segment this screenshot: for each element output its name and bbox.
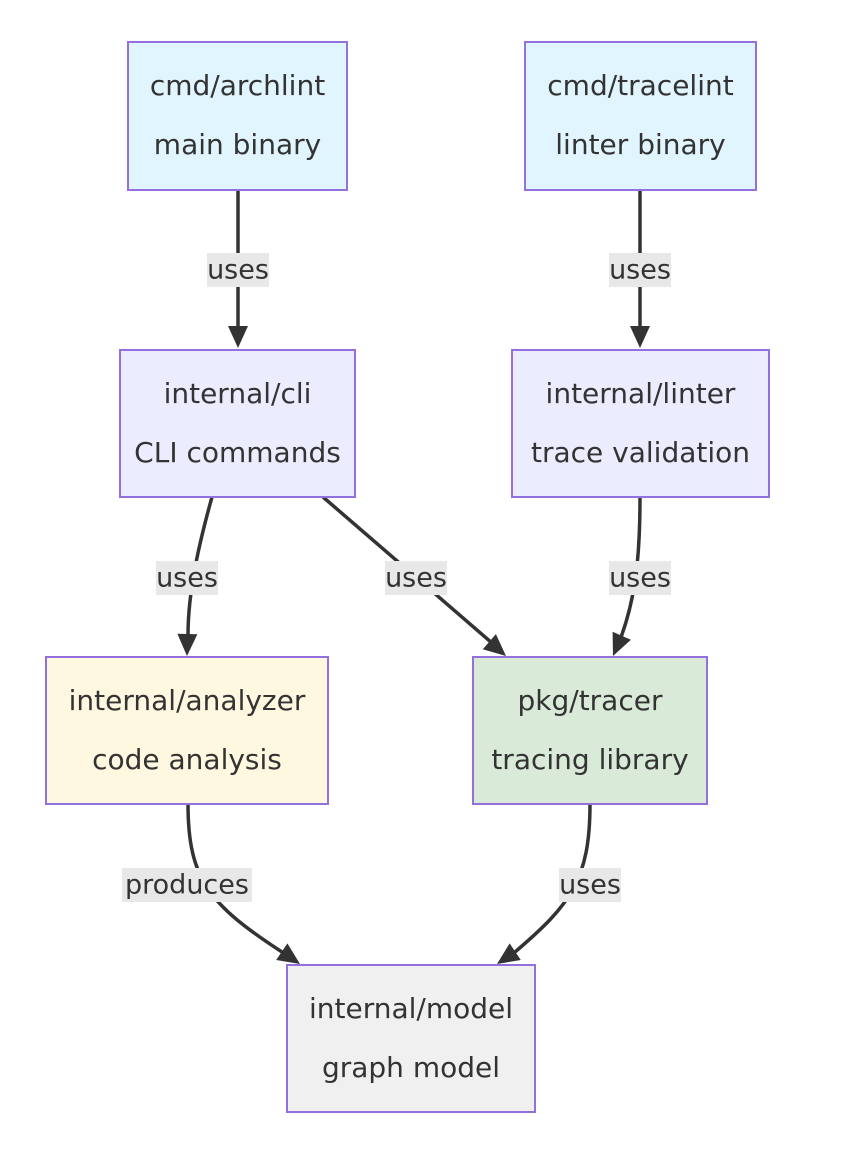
node-box	[511, 349, 770, 498]
edge-label-text: produces	[125, 870, 249, 901]
edge-label-cli-analyzer: uses	[156, 561, 218, 595]
edge-label-text: uses	[609, 563, 671, 594]
node-title: cmd/archlint	[150, 69, 325, 102]
node-title: internal/analyzer	[69, 684, 306, 717]
arrowhead	[497, 943, 521, 964]
edge-label-background	[609, 253, 671, 287]
arrowhead	[630, 326, 650, 348]
edge-label-text: uses	[559, 870, 621, 901]
edge-label-text: uses	[609, 255, 671, 286]
edge-label-background	[156, 561, 218, 595]
edge-label-analyzer-model: produces	[122, 868, 252, 902]
edge-label-text: uses	[207, 255, 269, 286]
edge-label-background	[609, 561, 671, 595]
node-title: pkg/tracer	[518, 684, 663, 717]
node-box	[45, 656, 329, 805]
node-box	[119, 349, 356, 498]
edge-label-tracelint-linter: uses	[609, 253, 671, 287]
node-box	[286, 964, 536, 1113]
node-title: cmd/tracelint	[547, 69, 733, 102]
edge-label-text: uses	[156, 563, 218, 594]
node-title: internal/cli	[164, 377, 312, 410]
edge-label-background	[559, 868, 621, 902]
node-linter: internal/linter trace validation	[511, 349, 770, 498]
edge-label-tracer-model: uses	[559, 868, 621, 902]
edge-label-background	[122, 868, 252, 902]
node-subtitle: graph model	[322, 1051, 500, 1084]
node-box	[472, 656, 708, 805]
node-subtitle: tracing library	[491, 743, 688, 776]
node-subtitle: code analysis	[92, 743, 282, 776]
node-subtitle: linter binary	[555, 128, 725, 161]
edge-label-background	[207, 253, 269, 287]
node-box	[524, 41, 757, 191]
arrowhead	[228, 326, 248, 348]
edge-label-cli-tracer: uses	[385, 561, 447, 595]
node-tracelint: cmd/tracelint linter binary	[524, 41, 757, 191]
arrowhead	[177, 633, 198, 656]
edge-label-archlint-cli: uses	[207, 253, 269, 287]
node-tracer: pkg/tracer tracing library	[472, 656, 708, 805]
node-box	[127, 41, 348, 191]
node-title: internal/model	[309, 992, 513, 1025]
edge-label-linter-tracer: uses	[609, 561, 671, 595]
arrowhead	[482, 634, 506, 656]
node-model: internal/model graph model	[286, 964, 536, 1113]
arrowhead	[612, 631, 631, 656]
arrowhead	[276, 943, 300, 964]
node-subtitle: trace validation	[531, 436, 750, 469]
edge-label-background	[385, 561, 447, 595]
node-subtitle: main binary	[154, 128, 321, 161]
edge-label-text: uses	[385, 563, 447, 594]
node-title: internal/linter	[546, 377, 736, 410]
node-analyzer: internal/analyzer code analysis	[45, 656, 329, 805]
node-archlint: cmd/archlint main binary	[127, 41, 348, 191]
node-subtitle: CLI commands	[134, 436, 341, 469]
